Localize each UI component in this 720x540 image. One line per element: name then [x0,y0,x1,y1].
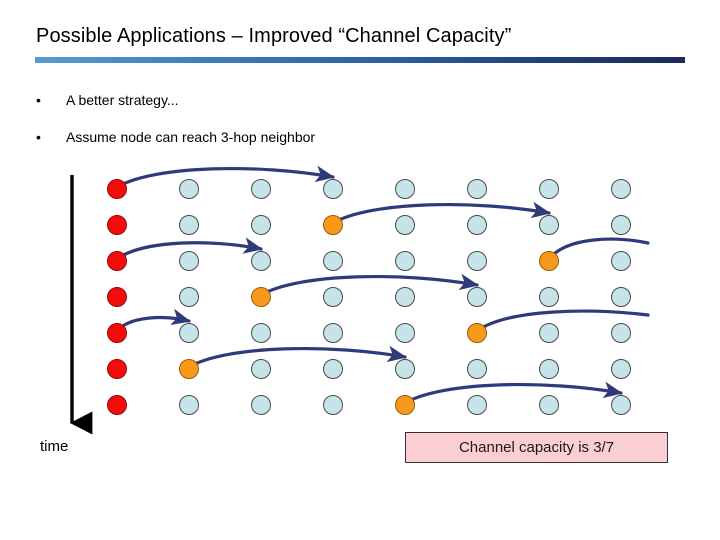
transmission-arc-r6-c4 [403,381,623,405]
page-title: Possible Applications – Improved “Channe… [36,25,512,47]
node-r2-c4-idle [395,251,415,271]
node-r6-c5-idle [467,395,487,415]
node-r0-c6-idle [539,179,559,199]
node-r3-c0-source [107,287,127,307]
node-r4-c2-idle [251,323,271,343]
channel-capacity-text: Channel capacity is 3/7 [458,439,615,456]
node-r2-c1-idle [179,251,199,271]
transmission-arc-r4-c0 [115,308,191,333]
node-r5-c4-idle [395,359,415,379]
node-r0-c7-idle [611,179,631,199]
node-r6-c1-idle [179,395,199,415]
bullet-text-1: Assume node can reach 3-hop neighbor [66,129,316,145]
transmission-arc-r0-c0 [115,165,335,189]
node-r2-c6-relay [539,251,559,271]
node-r1-c1-idle [179,215,199,235]
node-r1-c7-idle [611,215,631,235]
bullet-marker-icon: • [36,129,41,145]
node-r2-c3-idle [323,251,343,271]
node-r2-c7-idle [611,251,631,271]
node-r3-c4-idle [395,287,415,307]
node-r1-c6-idle [539,215,559,235]
transmission-arc-r1-c3 [331,201,551,225]
node-r5-c0-source [107,359,127,379]
node-r4-c0-source [107,323,127,343]
node-r4-c6-idle [539,323,559,343]
node-r5-c6-idle [539,359,559,379]
bullet-item-0: • A better strategy... [36,91,179,109]
node-r4-c3-idle [323,323,343,343]
node-r3-c3-idle [323,287,343,307]
node-r6-c0-source [107,395,127,415]
node-r5-c3-idle [323,359,343,379]
node-r2-c0-source [107,251,127,271]
transmission-arc-r3-c2 [259,273,479,297]
node-r2-c2-idle [251,251,271,271]
node-r3-c6-idle [539,287,559,307]
title-divider-rule [35,57,685,63]
node-r3-c1-idle [179,287,199,307]
node-r4-c1-idle [179,323,199,343]
node-r4-c4-idle [395,323,415,343]
node-r4-c7-idle [611,323,631,343]
channel-capacity-callout: Channel capacity is 3/7 [405,432,668,463]
bullet-marker-icon: • [36,92,41,108]
node-r1-c3-relay [323,215,343,235]
node-r1-c0-source [107,215,127,235]
node-r5-c5-idle [467,359,487,379]
node-r6-c7-idle [611,395,631,415]
node-r1-c2-idle [251,215,271,235]
node-r0-c0-source [107,179,127,199]
node-r1-c5-idle [467,215,487,235]
node-r6-c6-idle [539,395,559,415]
transmission-arc-r2-c6 [547,237,650,261]
node-r3-c2-relay [251,287,271,307]
node-r1-c4-idle [395,215,415,235]
node-r0-c4-idle [395,179,415,199]
bullet-text-0: A better strategy... [66,92,179,108]
node-r4-c5-relay [467,323,487,343]
node-r0-c2-idle [251,179,271,199]
node-r5-c1-relay [179,359,199,379]
node-r0-c5-idle [467,179,487,199]
node-r3-c7-idle [611,287,631,307]
node-r3-c5-idle [467,287,487,307]
node-r5-c7-idle [611,359,631,379]
node-r0-c1-idle [179,179,199,199]
node-r6-c4-relay [395,395,415,415]
time-axis-label: time [40,438,69,455]
node-r5-c2-idle [251,359,271,379]
bullet-item-1: • Assume node can reach 3-hop neighbor [36,128,315,146]
node-r6-c3-idle [323,395,343,415]
node-r2-c5-idle [467,251,487,271]
node-r6-c2-idle [251,395,271,415]
node-r0-c3-idle [323,179,343,199]
transmission-arc-r5-c1 [187,345,407,369]
